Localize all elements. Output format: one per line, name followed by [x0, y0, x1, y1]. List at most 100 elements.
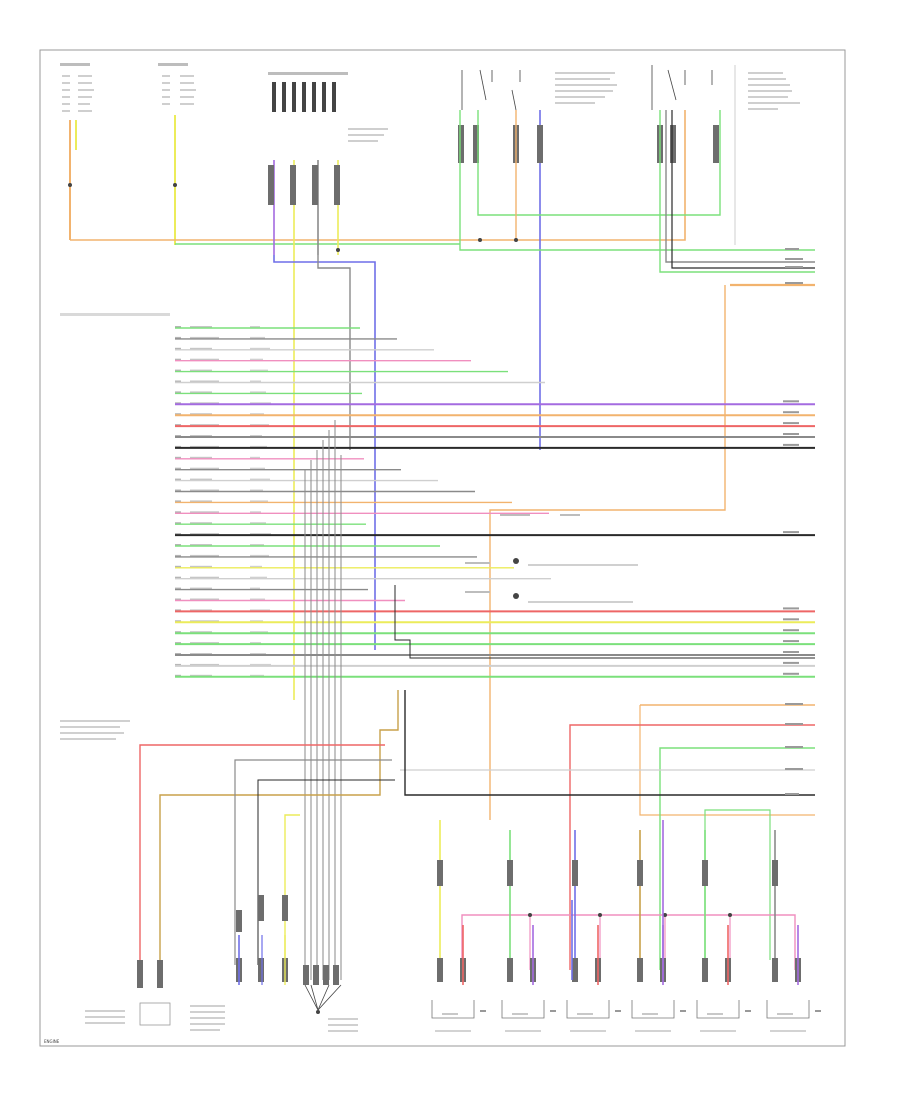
- sensor-id: [615, 1010, 621, 1012]
- wire-label-block: [772, 860, 778, 886]
- row-color-label: [190, 391, 212, 394]
- sensor-label: [707, 1013, 723, 1015]
- row-circuit-label: [250, 456, 260, 459]
- row-pin-label: [175, 576, 181, 579]
- wire-end-tag: [783, 411, 799, 414]
- sensor-label: [642, 1013, 658, 1015]
- wire-label-block: [702, 958, 708, 982]
- sensor-label: [512, 1013, 528, 1015]
- row-color-label: [190, 456, 212, 459]
- row-circuit-label: [250, 598, 265, 601]
- row-pin-label: [175, 326, 181, 328]
- wire-end-tag: [783, 443, 799, 446]
- sensor-caption: [770, 1030, 806, 1032]
- row-circuit-label: [250, 587, 260, 590]
- splice-dot: [728, 913, 732, 917]
- sensor-body: [766, 1000, 810, 1019]
- row-pin-label: [175, 347, 181, 350]
- wire-end-tag: [783, 607, 799, 610]
- row-pin-label: [175, 369, 181, 372]
- wire-end-tag: [783, 661, 799, 664]
- sensor-caption: [505, 1030, 541, 1032]
- sensor-id: [550, 1010, 556, 1012]
- row-pin-label: [175, 391, 181, 394]
- row-circuit-label: [250, 347, 270, 350]
- splice-dot: [598, 913, 602, 917]
- row-color-label: [190, 576, 219, 579]
- row-color-label: [190, 522, 212, 525]
- sensor-id: [680, 1010, 686, 1012]
- row-pin-label: [175, 467, 181, 470]
- sensor-caption: [570, 1030, 606, 1032]
- row-circuit-label: [250, 369, 268, 372]
- wire-end-tag: [783, 640, 799, 643]
- row-color-label: [190, 347, 212, 350]
- row-pin-label: [175, 358, 181, 361]
- sensor-body: [501, 1000, 545, 1019]
- row-color-label: [190, 598, 219, 601]
- wire-label-block: [637, 860, 643, 886]
- top-right-switches: [458, 65, 815, 820]
- row-color-label: [190, 358, 219, 361]
- harness-row-wires: [175, 327, 815, 678]
- splice-dot: [663, 913, 667, 917]
- row-color-label: [190, 326, 212, 328]
- row-color-label: [190, 369, 212, 372]
- diagram-frame: [39, 49, 846, 1047]
- sensor-bus-pink: [461, 914, 796, 970]
- footer-code: ENGINE: [44, 1039, 60, 1044]
- row-circuit-label: [250, 478, 270, 481]
- row-circuit-label: [250, 326, 260, 328]
- row-circuit-label: [250, 380, 261, 383]
- row-circuit-label: [250, 511, 261, 514]
- row-color-label: [190, 554, 219, 557]
- row-pin-label: [175, 511, 181, 514]
- row-pin-label: [175, 554, 181, 557]
- row-circuit-label: [250, 336, 265, 339]
- harness-row-labels: [175, 326, 271, 677]
- top-left-fuse-blocks: [60, 63, 196, 112]
- vertical-bundle: [303, 420, 342, 1014]
- wire-label-block: [637, 958, 643, 982]
- wire-end-tag: [783, 400, 799, 403]
- wire-end-tag: [783, 422, 799, 425]
- mid-annotations: [465, 514, 638, 603]
- sensor-label: [577, 1013, 593, 1015]
- top-center-connector: [268, 72, 388, 700]
- row-circuit-label: [250, 576, 267, 579]
- row-circuit-label: [250, 500, 268, 503]
- row-pin-label: [175, 565, 181, 568]
- row-pin-label: [175, 598, 181, 601]
- wire-end-tag: [783, 651, 799, 653]
- sensor-groups: [431, 820, 821, 1032]
- wire-label-block: [507, 860, 513, 886]
- sensor-label: [777, 1013, 793, 1015]
- sensor-body: [566, 1000, 610, 1019]
- wire-label-block: [772, 958, 778, 982]
- wire-label-block: [572, 860, 578, 886]
- row-circuit-label: [250, 467, 265, 470]
- row-color-label: [190, 467, 219, 470]
- row-pin-label: [175, 544, 181, 546]
- wire-end-tag: [783, 433, 799, 435]
- row-pin-label: [175, 456, 181, 459]
- sensor-caption: [700, 1030, 736, 1032]
- wire-end-tag: [783, 672, 799, 675]
- wire-label-block: [572, 958, 578, 982]
- sensor-body: [631, 1000, 675, 1019]
- fuse-feed-wires: [68, 110, 686, 245]
- row-circuit-label: [250, 554, 269, 557]
- row-circuit-label: [250, 565, 262, 568]
- sensor-id: [815, 1010, 821, 1012]
- wire-end-tag: [783, 629, 799, 632]
- sensor-caption: [635, 1030, 671, 1032]
- row-color-label: [190, 489, 219, 492]
- row-pin-label: [175, 522, 181, 525]
- splice-dot: [528, 913, 532, 917]
- sensor-body: [431, 1000, 475, 1019]
- row-color-label: [190, 511, 219, 514]
- right-tags-top: [785, 248, 803, 284]
- row-pin-label: [175, 500, 181, 503]
- row-color-label: [190, 380, 219, 383]
- bottom-modules: [60, 720, 358, 1032]
